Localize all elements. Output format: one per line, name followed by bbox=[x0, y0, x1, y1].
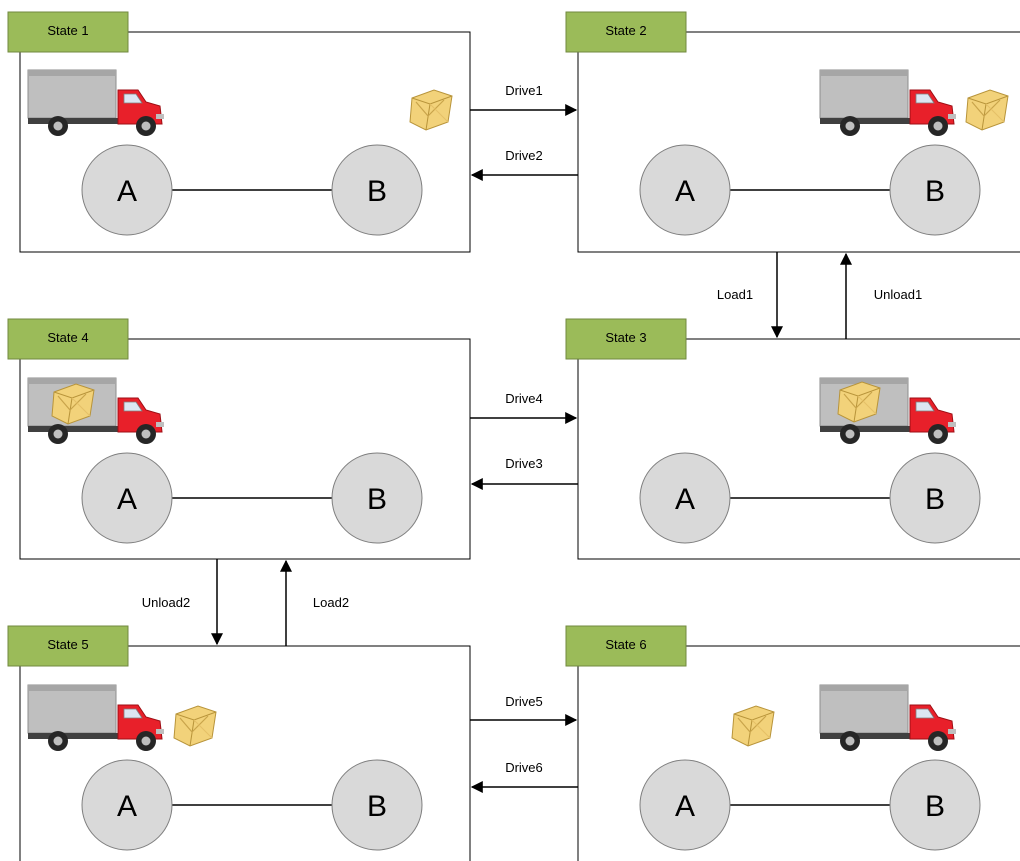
node-a-label: A bbox=[117, 790, 137, 823]
transition-drive5: Drive5 bbox=[470, 694, 578, 726]
transition-label: Drive5 bbox=[505, 694, 543, 709]
node-a-label: A bbox=[675, 790, 695, 823]
transition-label: Drive3 bbox=[505, 456, 543, 471]
node-a bbox=[639, 452, 731, 544]
node-b bbox=[331, 144, 423, 236]
transition-label: Drive1 bbox=[505, 83, 543, 98]
state-label: State 6 bbox=[605, 637, 646, 652]
state-2: State 2 A B bbox=[565, 11, 1020, 253]
node-b-label: B bbox=[367, 175, 387, 208]
state-tab bbox=[7, 625, 129, 667]
node-a bbox=[639, 759, 731, 851]
state-tab bbox=[7, 318, 129, 360]
transition-label: Unload1 bbox=[874, 287, 922, 302]
transition-drive1: Drive1 bbox=[470, 83, 578, 116]
transition-drive6: Drive6 bbox=[470, 760, 578, 793]
state-label: State 1 bbox=[47, 23, 88, 38]
transition-label: Unload2 bbox=[142, 595, 190, 610]
node-a-label: A bbox=[675, 175, 695, 208]
state-4: State 4 A B bbox=[7, 318, 471, 560]
node-a bbox=[639, 144, 731, 236]
transition-drive2: Drive2 bbox=[470, 148, 578, 181]
node-b bbox=[889, 452, 981, 544]
transition-drive3: Drive3 bbox=[470, 456, 578, 490]
state-5: State 5 A B bbox=[7, 625, 471, 861]
node-a-label: A bbox=[117, 483, 137, 516]
transition-unload2: Unload2 bbox=[142, 559, 223, 646]
state-tab bbox=[7, 11, 129, 53]
state-3: State 3 A B bbox=[565, 318, 1020, 560]
state-tab bbox=[565, 11, 687, 53]
node-b-label: B bbox=[367, 483, 387, 516]
state-6: State 6 A B bbox=[565, 625, 1020, 861]
transition-load1: Load1 bbox=[717, 252, 783, 339]
node-b-label: B bbox=[367, 790, 387, 823]
node-b bbox=[331, 452, 423, 544]
state-tab bbox=[565, 318, 687, 360]
transition-unload1: Unload1 bbox=[840, 252, 922, 339]
state-label: State 5 bbox=[47, 637, 88, 652]
transition-load2: Load2 bbox=[280, 559, 349, 646]
node-b bbox=[889, 759, 981, 851]
node-b bbox=[889, 144, 981, 236]
node-a bbox=[81, 759, 173, 851]
state-1: State 1 A B bbox=[7, 11, 471, 253]
transition-label: Load1 bbox=[717, 287, 753, 302]
state-label: State 4 bbox=[47, 330, 88, 345]
transition-label: Drive4 bbox=[505, 391, 543, 406]
node-a bbox=[81, 452, 173, 544]
node-a-label: A bbox=[117, 175, 137, 208]
transition-drive4: Drive4 bbox=[470, 391, 578, 424]
node-b-label: B bbox=[925, 483, 945, 516]
node-a bbox=[81, 144, 173, 236]
node-b-label: B bbox=[925, 175, 945, 208]
state-label: State 2 bbox=[605, 23, 646, 38]
transition-label: Drive6 bbox=[505, 760, 543, 775]
transition-label: Load2 bbox=[313, 595, 349, 610]
node-a-label: A bbox=[675, 483, 695, 516]
node-b bbox=[331, 759, 423, 851]
transition-label: Drive2 bbox=[505, 148, 543, 163]
node-b-label: B bbox=[925, 790, 945, 823]
state-tab bbox=[565, 625, 687, 667]
state-label: State 3 bbox=[605, 330, 646, 345]
